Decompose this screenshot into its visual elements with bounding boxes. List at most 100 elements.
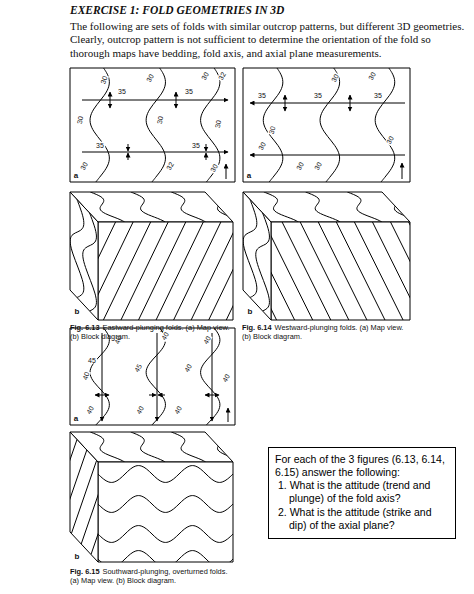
bedding-trace	[16, 222, 63, 320]
block-diagram	[42, 429, 242, 586]
panel-letter: b	[75, 308, 80, 316]
bedding-trace	[243, 200, 257, 298]
block-face	[70, 328, 235, 425]
bedding-trace	[91, 482, 116, 555]
fold-axis	[250, 103, 330, 104]
fold-axis	[102, 380, 103, 421]
bedding-trace	[83, 222, 132, 320]
dip-value: 35	[191, 142, 201, 149]
bedding-trace	[445, 222, 474, 320]
fold-axis	[150, 100, 228, 101]
axial-trace	[330, 155, 405, 156]
face-outline	[271, 222, 410, 320]
bedding-trace	[171, 432, 205, 462]
block-diagram	[0, 192, 414, 320]
bedding-trace	[191, 222, 238, 320]
dip-value: 40	[183, 362, 194, 374]
bedding-trace	[131, 432, 165, 462]
dip-value: 30	[156, 115, 165, 126]
anticline-symbol	[285, 103, 286, 111]
dip-value: 40	[202, 334, 213, 346]
bedding-trace	[174, 222, 223, 320]
dip-value: 30	[267, 124, 276, 135]
syncline-symbol	[158, 395, 165, 396]
exercise-title: EXERCISE 1: FOLD GEOMETRIES IN 3D	[70, 4, 284, 16]
block-face	[243, 192, 419, 222]
anticline-symbol	[212, 395, 219, 396]
bedding-trace	[347, 192, 382, 222]
syncline-symbol	[128, 144, 129, 151]
face-outline	[70, 68, 235, 182]
bedding-trace	[300, 222, 349, 320]
dip-value: 40	[135, 404, 146, 416]
map-view	[243, 68, 410, 182]
bedding-trace	[98, 466, 233, 483]
bedding-trace	[375, 68, 395, 182]
bedding-trace	[70, 200, 84, 298]
bedding-trace	[101, 492, 126, 565]
block-face	[243, 192, 271, 320]
block-face	[70, 68, 235, 182]
dip-value: 35	[313, 92, 323, 99]
panel-letter: a	[74, 172, 78, 180]
panel-letter: b	[248, 308, 253, 316]
anticline-symbol	[176, 92, 177, 100]
bedding-trace	[208, 432, 242, 462]
anticline-symbol	[350, 95, 351, 103]
bedding-trace	[111, 503, 136, 576]
syncline-symbol	[206, 153, 207, 160]
fold-axis	[150, 152, 228, 153]
face-outline	[98, 462, 233, 562]
north-arrow	[228, 408, 229, 422]
bedding-trace	[98, 551, 233, 568]
dip-value: 35	[117, 88, 127, 95]
bedding-trace	[263, 68, 283, 182]
dip-value: 45	[133, 362, 144, 374]
bedding-trace	[208, 192, 242, 222]
block-face	[98, 462, 233, 567]
face-outline	[70, 192, 98, 320]
bedding-trace	[320, 68, 340, 182]
bedding-trace	[385, 192, 420, 222]
dip-value: 40	[81, 370, 91, 382]
anticline-symbol	[205, 395, 212, 396]
map-view	[70, 328, 235, 425]
bedding-trace	[119, 222, 168, 320]
face-outline	[70, 328, 235, 425]
bedding-trace	[0, 222, 28, 320]
dip-value: 30	[257, 140, 268, 152]
bedding-trace	[146, 68, 165, 182]
bedding-trace	[256, 213, 270, 311]
face-outline	[70, 432, 98, 562]
anticline-symbol	[110, 100, 111, 108]
anticline-symbol	[110, 92, 111, 100]
anticline-symbol	[350, 103, 351, 111]
dip-value: 35	[95, 142, 105, 149]
bedding-trace	[81, 471, 106, 544]
bedding-trace	[138, 222, 187, 320]
dip-value: 45	[87, 357, 97, 364]
question-item: 2. What is the attitude (strike and dip)…	[275, 506, 449, 532]
face-outline	[98, 222, 233, 320]
panel-letter: b	[75, 553, 80, 561]
bedding-trace	[0, 222, 10, 320]
block-face	[42, 429, 146, 586]
intro-paragraph: The following are sets of folds with sim…	[70, 20, 470, 60]
bedding-trace	[90, 432, 124, 462]
dip-value: 40	[221, 372, 232, 384]
bedding-trace	[174, 222, 221, 320]
bedding-trace	[62, 450, 87, 523]
panel-letter: a	[247, 172, 251, 180]
figure-number: Fig. 6.13	[70, 323, 100, 332]
dip-value: 40	[85, 404, 96, 416]
bedding-trace	[101, 222, 150, 320]
block-face	[83, 222, 474, 320]
question-box: For each of the 3 figures (6.13, 6.14, 6…	[268, 447, 456, 539]
dip-value: 30	[145, 72, 156, 84]
bedding-trace	[264, 192, 299, 222]
dip-value: 30	[76, 115, 85, 126]
bedding-trace	[156, 222, 203, 320]
dip-value: 32	[217, 70, 228, 82]
bedding-trace	[318, 222, 367, 320]
anticline-symbol	[285, 95, 286, 103]
